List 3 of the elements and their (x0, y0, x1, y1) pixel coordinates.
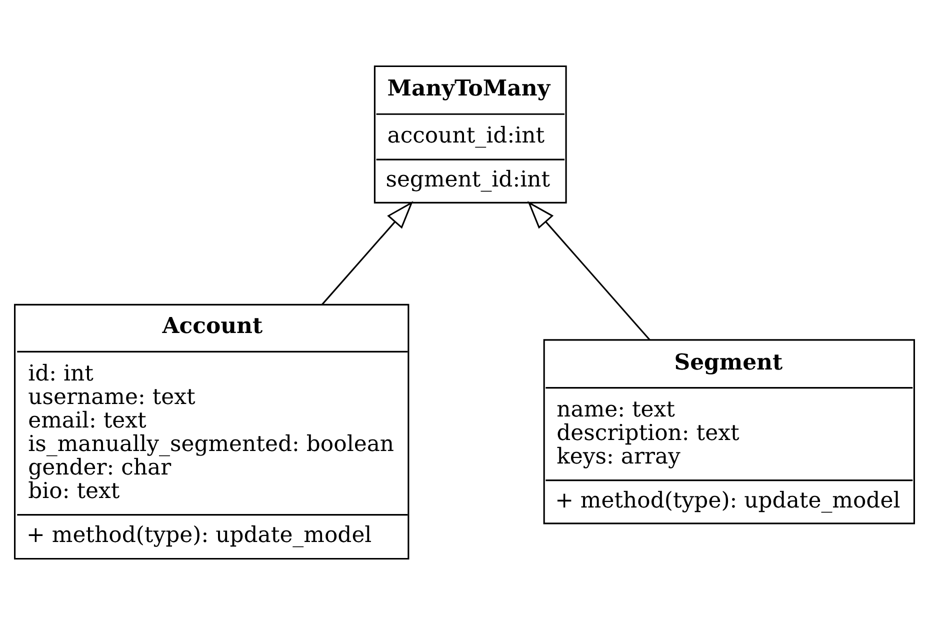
node-box: ManyToMany account_id:int segment_id:int (374, 66, 567, 204)
arrow (528, 200, 650, 340)
arrow (322, 201, 414, 306)
